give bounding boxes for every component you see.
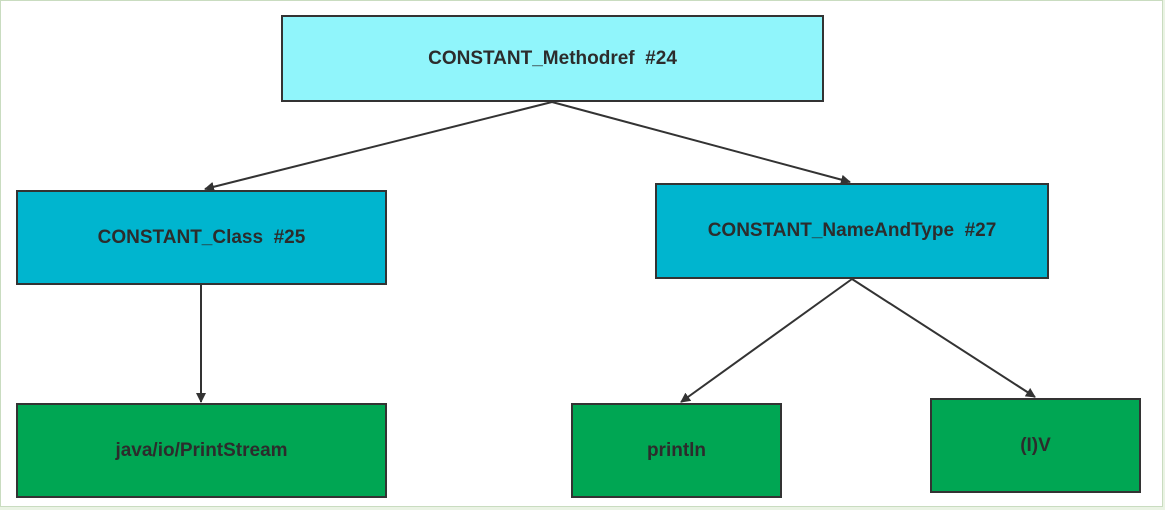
- node-println: println: [571, 403, 782, 498]
- node-constant-methodref: CONSTANT_Methodref #24: [281, 15, 824, 102]
- edge-name-and-type-to-descriptor: [851, 278, 1036, 398]
- edge-methodref-to-name-and-type: [551, 101, 851, 185]
- edge-methodref-to-class: [204, 101, 553, 192]
- edge-name-and-type-to-println: [680, 278, 853, 403]
- node-constant-name-and-type: CONSTANT_NameAndType #27: [655, 183, 1049, 279]
- node-constant-class: CONSTANT_Class #25: [16, 190, 387, 285]
- node-print-stream: java/io/PrintStream: [16, 403, 387, 498]
- node-descriptor: (I)V: [930, 398, 1141, 493]
